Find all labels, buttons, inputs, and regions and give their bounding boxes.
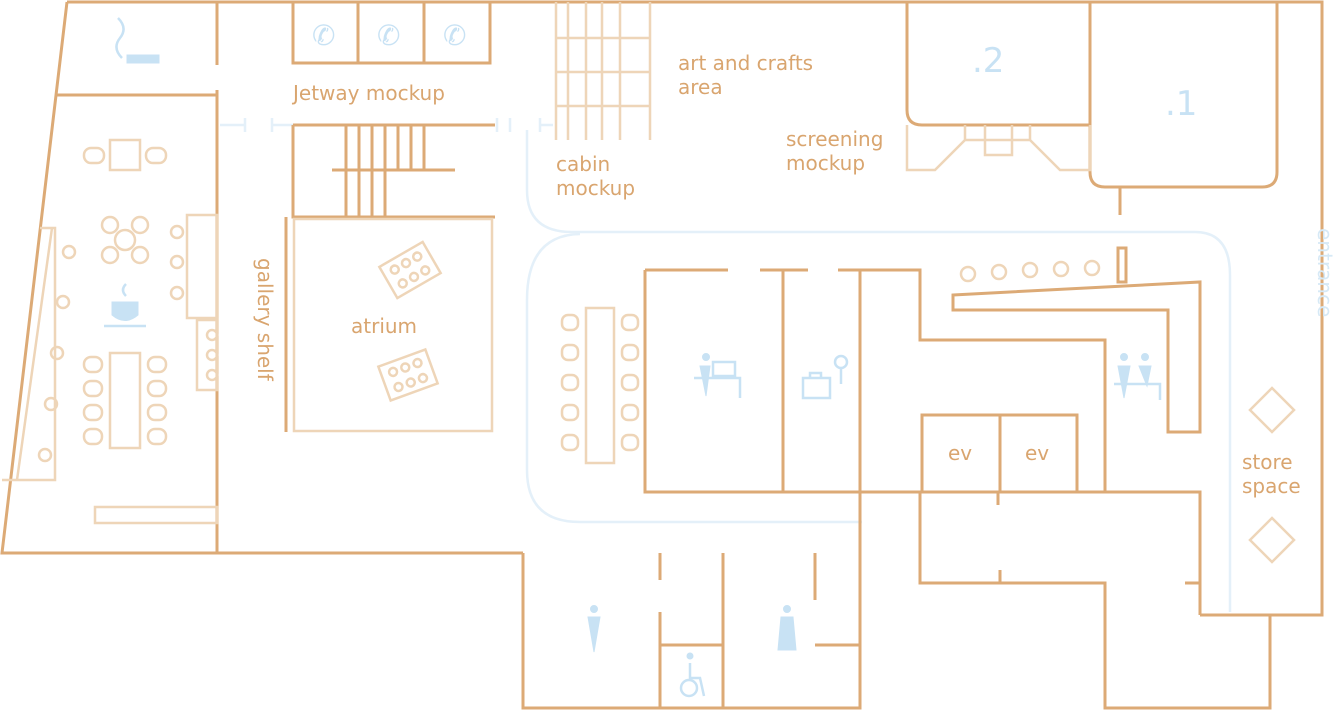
store-space-label: store (1242, 450, 1293, 474)
room-1-label: .1 (1165, 84, 1197, 124)
gallery-shelf-label: gallery shelf (253, 258, 277, 382)
atrium-label: atrium (351, 314, 417, 338)
circulation-path (220, 118, 1232, 612)
restroom-male-icon (777, 605, 797, 651)
elevator-2-label: ev (1025, 441, 1049, 465)
screening-mockup-label-2: mockup (786, 151, 865, 175)
store-space-label-2: space (1242, 474, 1301, 498)
svg-text:✆: ✆ (312, 19, 335, 52)
screening-mockup-label: screening (786, 127, 883, 151)
accessible-restroom-icon (679, 652, 706, 698)
phone-icon: ✆ (443, 19, 466, 52)
phone-icon: ✆ (312, 19, 335, 52)
coffee-icon (104, 283, 146, 328)
svg-text:✆: ✆ (377, 19, 400, 52)
luggage-storage-icon (801, 354, 849, 400)
furniture (2, 2, 1296, 564)
jetway-mockup-label: Jetway mockup (291, 81, 445, 105)
restroom-female-icon (587, 605, 601, 653)
cabin-mockup-label-2: mockup (556, 176, 635, 200)
room-2-label: .2 (972, 41, 1004, 81)
smoking-icon (115, 17, 160, 64)
phone-icon: ✆ (377, 19, 400, 52)
art-crafts-label-2: area (678, 75, 723, 99)
reception-desk-icon (694, 353, 742, 398)
check-in-icon (1114, 353, 1162, 400)
entrance-label: entrance (1313, 228, 1337, 317)
elevator-1-label: ev (948, 441, 972, 465)
cabin-mockup-label: cabin (556, 152, 610, 176)
svg-text:✆: ✆ (443, 19, 466, 52)
art-crafts-label: art and crafts (678, 51, 813, 75)
